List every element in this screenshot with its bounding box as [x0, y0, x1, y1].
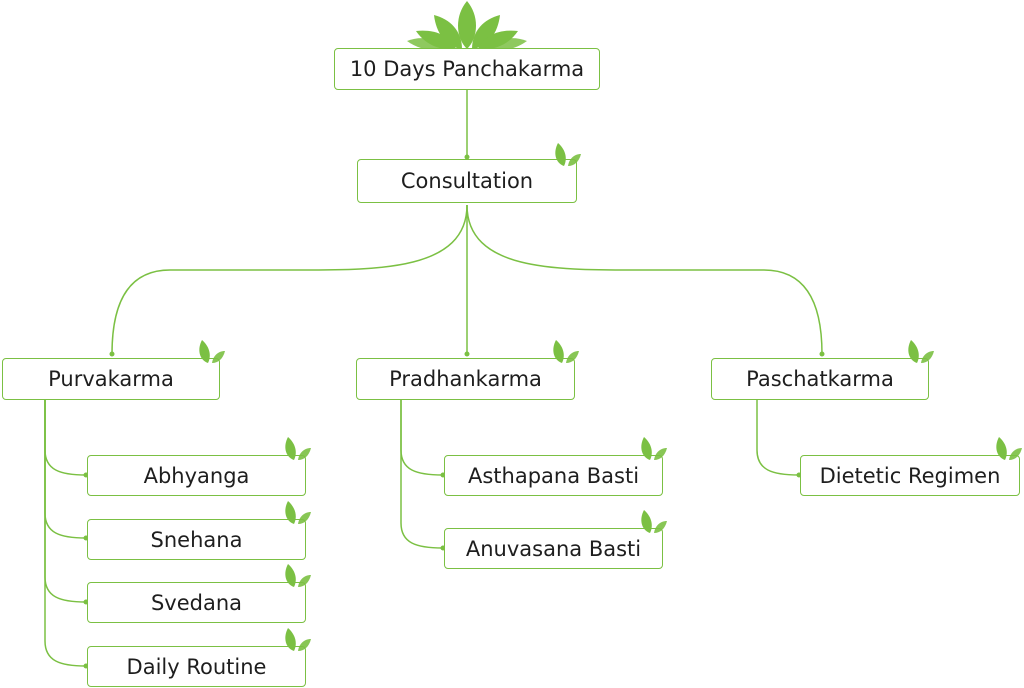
leaf-sprout-icon [285, 437, 311, 460]
connector-consultation-paschatkarma [466, 204, 823, 355]
leaf-sprout-icon [285, 501, 311, 524]
step-node-label: Snehana [150, 527, 243, 552]
step-node-daily-routine[interactable]: Daily Routine [87, 646, 306, 687]
step-node-abhyanga[interactable]: Abhyanga [87, 455, 306, 496]
step-node-label: Dietetic Regimen [819, 463, 1001, 488]
leaf-sprout-icon [285, 564, 311, 587]
step-node-anuvasana-basti[interactable]: Anuvasana Basti [444, 528, 663, 569]
stage-node-pradhankarma[interactable]: Pradhankarma [356, 358, 575, 400]
step-node-label: Asthapana Basti [467, 463, 640, 488]
connector-dot [464, 351, 470, 357]
leaf-sprout-icon [285, 628, 311, 651]
step-node-asthapana-basti[interactable]: Asthapana Basti [444, 455, 663, 496]
root-node-label: 10 Days Panchakarma [349, 57, 585, 81]
step-node-label: Anuvasana Basti [465, 536, 642, 561]
connector-dot [109, 351, 115, 357]
stage-node-label: Paschatkarma [746, 367, 894, 391]
stage-node-purvakarma[interactable]: Purvakarma [2, 358, 220, 400]
leaf-sprout-icon [641, 510, 667, 533]
connector-dot [819, 351, 825, 357]
step-node-label: Svedana [150, 590, 243, 615]
root-node[interactable]: 10 Days Panchakarma [334, 48, 600, 90]
consultation-node[interactable]: Consultation [357, 159, 577, 203]
step-node-label: Abhyanga [143, 463, 250, 488]
connector-consultation-purvakarma [111, 204, 468, 355]
connector-purvakarma-snehana [44, 400, 87, 539]
connector-pradhankarma-anuvasana [400, 400, 444, 549]
stage-node-label: Pradhankarma [389, 367, 542, 391]
connector-purvakarma-daily-routine [44, 400, 87, 667]
connector-paschatkarma-dietetic [756, 400, 800, 476]
connector-dot [464, 154, 470, 160]
step-node-svedana[interactable]: Svedana [87, 582, 306, 623]
connector-pradhankarma-asthapana [400, 400, 444, 476]
consultation-node-label: Consultation [400, 169, 534, 193]
connector-purvakarma-svedana [44, 400, 87, 603]
step-node-label: Daily Routine [126, 654, 267, 679]
leaf-sprout-icon [996, 437, 1022, 460]
lotus-leaves-icon [407, 1, 527, 51]
leaf-sprout-icon [199, 340, 225, 363]
step-node-snehana[interactable]: Snehana [87, 519, 306, 560]
leaf-sprout-icon [641, 437, 667, 460]
leaf-sprout-icon [555, 143, 581, 166]
connector-purvakarma-abhyanga [44, 400, 87, 476]
stage-node-paschatkarma[interactable]: Paschatkarma [711, 358, 929, 400]
step-node-dietetic-regimen[interactable]: Dietetic Regimen [800, 455, 1020, 496]
leaf-sprout-icon [908, 340, 934, 363]
leaf-sprout-icon [553, 340, 579, 363]
stage-node-label: Purvakarma [48, 367, 174, 391]
